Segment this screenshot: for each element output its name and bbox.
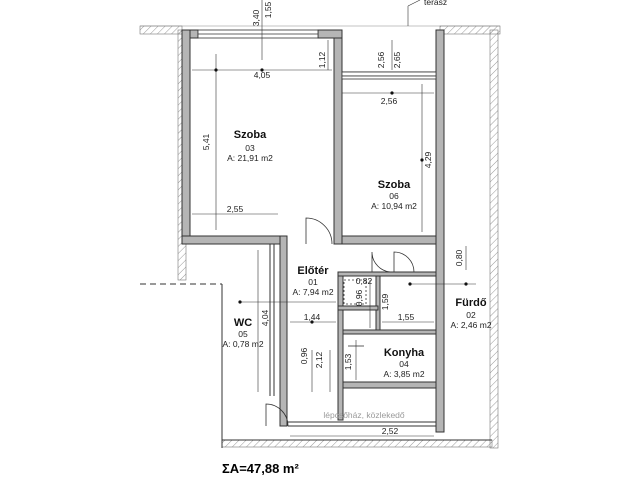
svg-text:A: 2,46 m2: A: 2,46 m2 [450,320,491,330]
svg-text:2,55: 2,55 [227,204,244,214]
svg-text:03: 03 [245,143,255,153]
svg-text:01: 01 [308,277,318,287]
svg-text:2,56: 2,56 [376,51,386,68]
svg-text:4,04: 4,04 [260,309,270,326]
svg-text:1,44: 1,44 [304,312,321,322]
svg-text:1,55: 1,55 [398,312,415,322]
svg-text:0,80: 0,80 [454,249,464,266]
dimension-lines [192,0,476,437]
doors [265,217,415,427]
svg-text:2,12: 2,12 [314,351,324,368]
svg-text:A: 10,94 m2: A: 10,94 m2 [371,201,417,211]
svg-text:1,55: 1,55 [263,1,273,18]
room-eloter-01: Előtér 01 A: 7,94 m2 [292,265,333,297]
corridor-outline [140,244,492,448]
room-wc-05: WC 05 A: 0,78 m2 [222,317,263,349]
room-furdo-02: Fürdő 02 A: 2,46 m2 [450,297,491,330]
svg-text:A: 3,85 m2: A: 3,85 m2 [383,369,424,379]
svg-text:2,65: 2,65 [392,51,402,68]
room-szoba-06: Szoba 06 A: 10,94 m2 [371,179,417,211]
svg-text:0,96: 0,96 [299,347,309,364]
svg-text:A: 21,91 m2: A: 21,91 m2 [227,153,273,163]
svg-text:5,41: 5,41 [201,133,211,150]
svg-text:0,96: 0,96 [354,289,364,306]
svg-text:4,05: 4,05 [254,70,271,80]
svg-text:1,12: 1,12 [317,51,327,68]
terrace-label: terasz [424,0,447,7]
svg-text:A: 0,78 m2: A: 0,78 m2 [222,339,263,349]
svg-text:2,52: 2,52 [382,426,399,436]
svg-text:Előtér: Előtér [297,265,329,277]
svg-text:05: 05 [238,329,248,339]
room-szoba-03: Szoba 03 A: 21,91 m2 [227,129,273,163]
windows [197,29,437,80]
svg-text:04: 04 [399,359,409,369]
svg-text:Szoba: Szoba [234,129,267,141]
room-konyha-04: Konyha 04 A: 3,85 m2 [383,347,425,379]
svg-text:Szoba: Szoba [378,179,411,191]
svg-text:02: 02 [466,310,476,320]
svg-text:1,53: 1,53 [343,353,353,370]
svg-text:0,82: 0,82 [356,276,373,286]
stairwell-label: lépcsőház, közlekedő [323,410,405,420]
svg-text:3,40: 3,40 [251,9,261,26]
svg-text:2,56: 2,56 [381,96,398,106]
leader-dots [214,68,468,324]
svg-text:Konyha: Konyha [384,347,425,359]
svg-text:1,59: 1,59 [380,293,390,310]
total-area: ΣA=47,88 m² [222,461,299,476]
svg-text:WC: WC [234,317,252,329]
svg-text:06: 06 [389,191,399,201]
svg-text:Fürdő: Fürdő [455,297,486,309]
svg-text:4,29: 4,29 [423,151,433,168]
dimension-labels: 3,40 1,55 4,05 1,12 2,56 2,65 2,56 5,41 … [201,1,464,436]
svg-text:A: 7,94 m2: A: 7,94 m2 [292,287,333,297]
